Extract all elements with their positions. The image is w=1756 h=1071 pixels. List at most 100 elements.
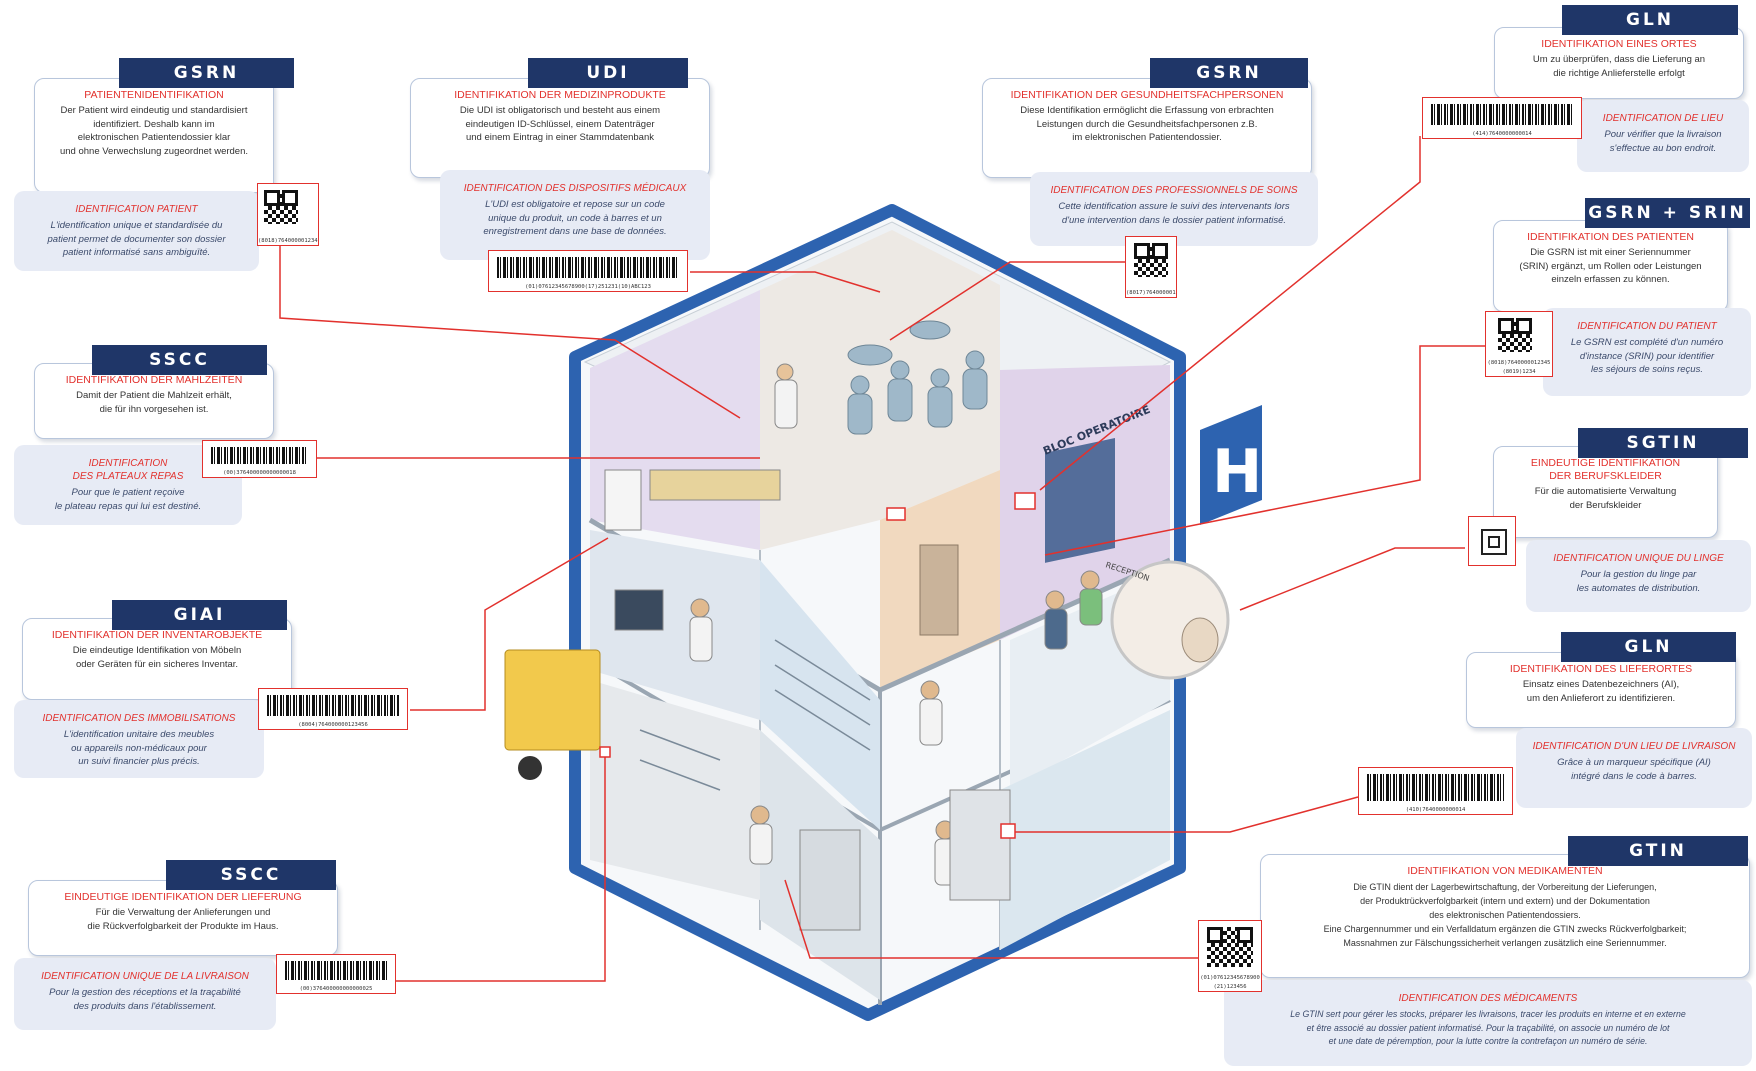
code-number: (01)07612345678900: [1200, 975, 1260, 981]
callout-gsrn-patient: Patientenidentifikation Der Patient wird…: [14, 58, 319, 278]
callout-sgtin: Eindeutige Identifikation der Berufsklei…: [1468, 428, 1753, 613]
french-text: Pour la gestion des réceptions et la tra…: [49, 987, 241, 1012]
german-panel: Identifikation der Inventarobjekte Die e…: [22, 618, 292, 700]
french-text: Pour que le patient reçoive le plateau r…: [54, 487, 202, 512]
french-panel: Identification unique du linge Pour la g…: [1526, 540, 1751, 612]
callout-gsrn-srin: Identifikation des Patienten Die GSRN is…: [1485, 198, 1753, 398]
callout-gln-place: Identifikation eines Ortes Um zu überprü…: [1422, 5, 1752, 175]
standard-tag: GSRN + SRIN: [1585, 198, 1750, 228]
code-number: (00)376400000000000018: [223, 470, 296, 476]
german-title: Patientenidentifikation: [84, 89, 224, 101]
french-text: Pour la gestion du linge par les automat…: [1576, 569, 1701, 594]
german-title: Identifikation der Medizinprodukte: [454, 89, 666, 101]
standard-tag: GSRN: [119, 58, 294, 88]
standard-tag: UDI: [528, 58, 688, 88]
french-title: Identification de lieu: [1602, 113, 1724, 124]
french-panel: Identification unique de la livraison Po…: [14, 958, 276, 1030]
german-text: Für die automatisierte Verwaltung der Be…: [1534, 486, 1677, 511]
french-text: L'UDI est obligatoire et repose sur un c…: [483, 199, 667, 237]
german-title: Identifikation der Mahlzeiten: [65, 374, 243, 386]
german-text: Damit der Patient die Mahlzeit erhält, d…: [76, 390, 232, 415]
german-text: Diese Identifikation ermöglicht die Erfa…: [1020, 105, 1274, 143]
french-text: L'identification unitaire des meubles ou…: [63, 729, 215, 767]
german-title: Identifikation der Inventarobjekte: [51, 629, 263, 641]
french-panel: Identification des dispositifs médicaux …: [440, 170, 710, 260]
german-panel: Identifikation der Gesundheitsfachperson…: [982, 78, 1312, 178]
barcode-bars: [285, 961, 387, 980]
standard-tag: SSCC: [166, 860, 336, 890]
french-title: Identification unique de la livraison: [41, 971, 249, 982]
french-title: Identification d'un lieu de livraison: [1532, 741, 1736, 752]
code-number: (00)376400000000000025: [299, 986, 373, 992]
barcode-bars: [497, 257, 679, 278]
callout-gln-delivery: Identifikation des Lieferortes Einsatz e…: [1356, 632, 1753, 817]
standard-tag: SSCC: [92, 345, 267, 375]
french-panel: Identification des immobilisations L'ide…: [14, 700, 264, 778]
french-panel: Identification des plateaux repas Pour q…: [14, 445, 242, 525]
code-number-2: (21)123456: [1213, 984, 1247, 990]
barcode: (00)376400000000000025: [276, 954, 396, 994]
code-number: (8018)7640000012345678: [258, 238, 318, 244]
french-title: Identification des dispositifs médicaux: [463, 183, 687, 194]
german-panel: Identifikation der Medizinprodukte Die U…: [410, 78, 710, 178]
barcode: (414)7640000000014: [1422, 97, 1582, 139]
german-title: Identifikation des Lieferortes: [1509, 663, 1693, 675]
code-number-2: (8019)1234: [1502, 369, 1536, 375]
barcode-bars: [211, 447, 308, 464]
french-title: Identification unique du linge: [1553, 553, 1724, 564]
barcode-bars: [267, 695, 399, 716]
qr-code: (8018)7640000012345 (8019)1234: [1485, 311, 1553, 377]
connector-lines: [279, 136, 1492, 982]
french-panel: Identification des médicaments Le GTIN s…: [1224, 980, 1752, 1066]
qr-pattern: [264, 190, 298, 224]
callout-sscc-meals: Identifikation der Mahlzeiten Damit der …: [12, 345, 322, 530]
french-title: Identification des plateaux repas: [72, 458, 184, 482]
german-panel: Identifikation des Lieferortes Einsatz e…: [1466, 652, 1736, 728]
callout-giai: Identifikation der Inventarobjekte Die e…: [12, 600, 412, 780]
german-title: Identifikation des Patienten: [1527, 231, 1694, 243]
code-number: (01)07612345678900(17)251231(10)ABC123: [525, 284, 651, 290]
german-text: Um zu überprüfen, dass die Lieferung an …: [1532, 54, 1706, 79]
code-number: (410)7640000000014: [1405, 807, 1466, 813]
code-number: (8004)764000000123456: [298, 722, 368, 728]
french-title: Identification des médicaments: [1398, 993, 1578, 1004]
french-text: L'identification unique et standardisée …: [47, 220, 226, 258]
german-title: Identifikation von Medikamenten: [1407, 865, 1603, 877]
german-panel: Patientenidentifikation Der Patient wird…: [34, 78, 274, 193]
barcode: (410)7640000000014: [1358, 767, 1513, 815]
german-text: Die GSRN ist mit einer Seriennummer (SRI…: [1519, 247, 1702, 285]
german-panel: Eindeutige Identifikation der Berufsklei…: [1493, 446, 1718, 538]
german-panel: Identifikation eines Ortes Um zu überprü…: [1494, 27, 1744, 99]
svg-text:H: H: [1212, 437, 1262, 507]
standard-tag: GLN: [1561, 632, 1736, 662]
french-text: Pour vérifier que la livraison s'effectu…: [1604, 129, 1722, 154]
standard-tag: GSRN: [1150, 58, 1308, 88]
french-text: Grâce à un marqueur spécifique (AI) inté…: [1557, 757, 1711, 782]
german-title: Eindeutige Identifikation der Lieferung: [64, 891, 302, 903]
qr-pattern: [1498, 318, 1532, 352]
french-text: Cette identification assure le suivi des…: [1058, 201, 1290, 226]
code-number: (414)7640000000014: [1472, 131, 1532, 137]
code-number: (8018)7640000012345: [1487, 360, 1551, 366]
code-number: (8017)7640000012345: [1126, 290, 1176, 296]
qr-code: (8017)7640000012345: [1125, 236, 1177, 298]
german-title: Eindeutige Identifikation der Berufsklei…: [1530, 457, 1681, 482]
french-title: Identification patient: [75, 204, 198, 215]
french-panel: Identification des professionnels de soi…: [1030, 172, 1318, 246]
german-panel: Eindeutige Identifikation der Lieferung …: [28, 880, 338, 956]
german-text: Für die Verwaltung der Anlieferungen und…: [87, 907, 279, 932]
german-title: Identifikation der Gesundheitsfachperson…: [1010, 89, 1284, 101]
french-panel: Identification du patient Le GSRN est co…: [1543, 308, 1751, 396]
german-text: Die UDI ist obligatorisch und besteht au…: [459, 105, 661, 143]
french-title: Identification du patient: [1577, 321, 1717, 332]
qr-pattern: [1134, 243, 1168, 277]
german-text: Der Patient wird eindeutig und standardi…: [59, 105, 249, 157]
barcode: (8004)764000000123456: [258, 688, 408, 730]
german-text: Einsatz eines Datenbezeichners (AI), um …: [1522, 679, 1680, 704]
german-panel: Identifikation des Patienten Die GSRN is…: [1493, 220, 1728, 312]
qr-code: (01)07612345678900 (21)123456: [1198, 920, 1262, 992]
hospital-sign: [1200, 405, 1262, 525]
standard-tag: GLN: [1562, 5, 1738, 35]
